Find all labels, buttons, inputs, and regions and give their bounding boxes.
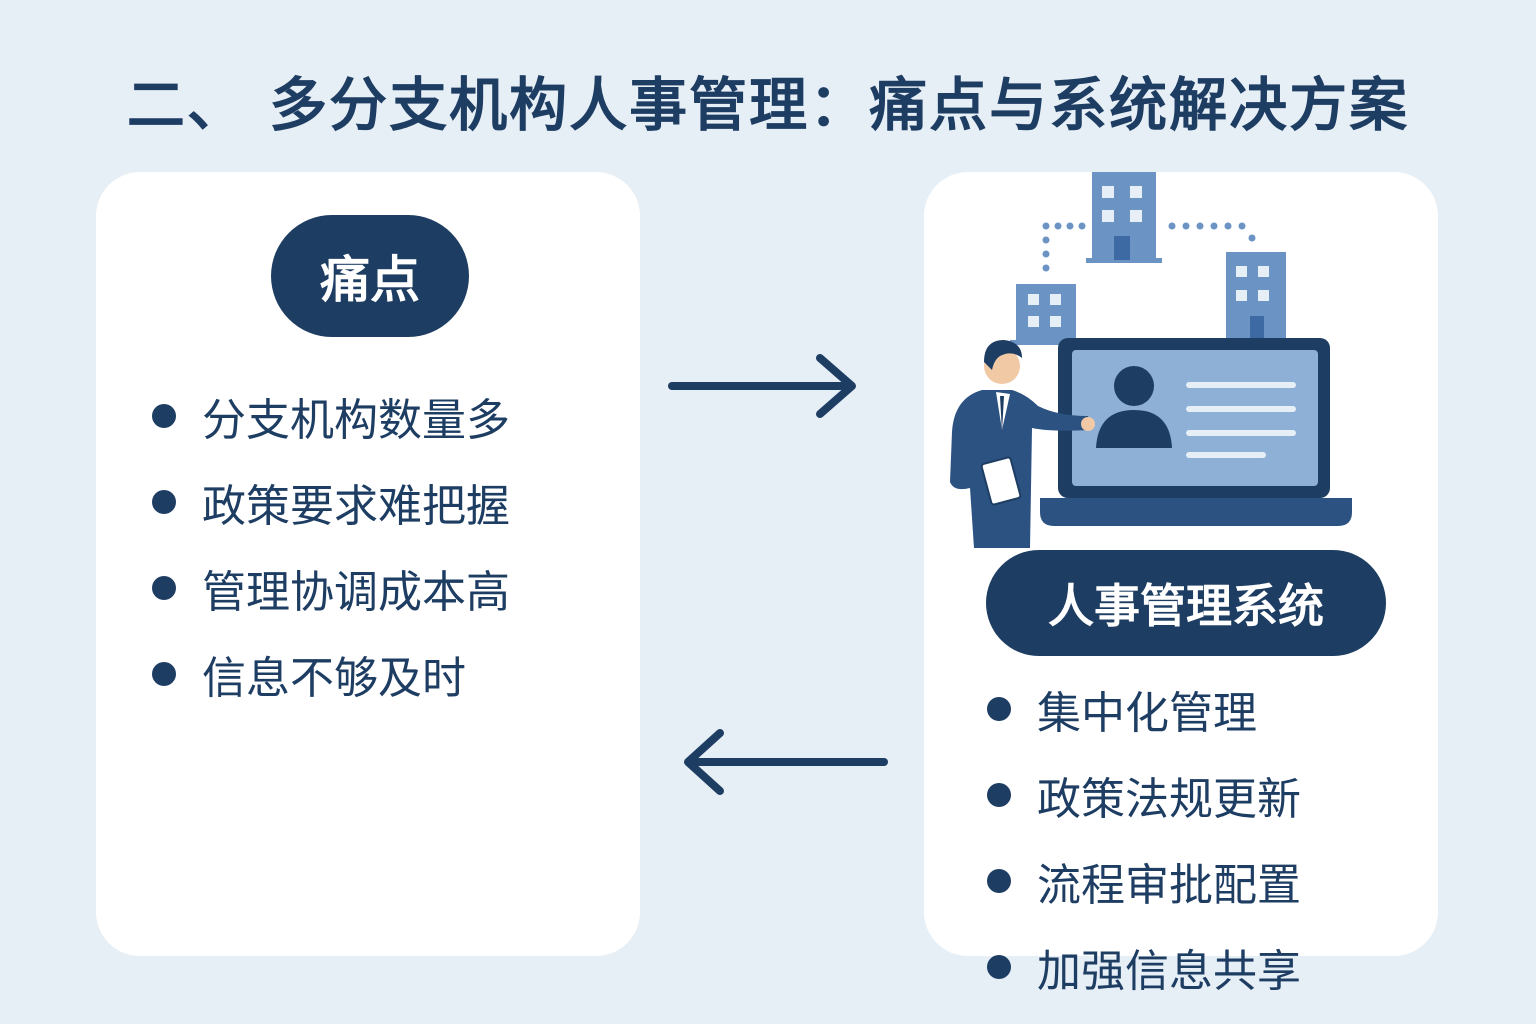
arrow-left-icon — [684, 729, 888, 795]
list-item: 流程审批配置 — [987, 838, 1301, 924]
bullet-icon — [152, 490, 176, 514]
bullet-icon — [987, 869, 1011, 893]
list-item: 集中化管理 — [987, 666, 1301, 752]
solution-list: 集中化管理 政策法规更新 流程审批配置 加强信息共享 — [987, 666, 1301, 1010]
list-item-text: 流程审批配置 — [1037, 860, 1301, 911]
bullet-icon — [987, 697, 1011, 721]
bullet-icon — [152, 662, 176, 686]
list-item-text: 管理协调成本高 — [202, 567, 510, 618]
list-item-text: 政策要求难把握 — [202, 481, 510, 532]
solution-label: 人事管理系统 — [986, 550, 1386, 656]
laptop-profile-icon — [1040, 338, 1352, 526]
list-item: 加强信息共享 — [987, 924, 1301, 1010]
list-item: 分支机构数量多 — [152, 373, 510, 459]
page-title: 二、 多分支机构人事管理：痛点与系统解决方案 — [126, 71, 1410, 139]
network-connector-icon — [1042, 222, 1256, 272]
list-item: 管理协调成本高 — [152, 545, 510, 631]
list-item-text: 政策法规更新 — [1037, 774, 1301, 825]
office-building-icon — [1218, 252, 1294, 343]
list-item-text: 加强信息共享 — [1037, 946, 1301, 997]
list-item: 信息不够及时 — [152, 631, 510, 717]
office-building-icon — [1086, 172, 1162, 263]
bullet-icon — [152, 576, 176, 600]
bullet-icon — [987, 783, 1011, 807]
list-item-text: 集中化管理 — [1037, 688, 1257, 739]
list-item: 政策要求难把握 — [152, 459, 510, 545]
bullet-icon — [987, 955, 1011, 979]
bullet-icon — [152, 404, 176, 428]
pain-points-label: 痛点 — [271, 215, 469, 337]
arrow-right-icon — [668, 354, 856, 418]
list-item: 政策法规更新 — [987, 752, 1301, 838]
businessman-icon — [950, 340, 1095, 548]
list-item-text: 分支机构数量多 — [202, 395, 510, 446]
office-building-icon — [1010, 284, 1082, 345]
hr-system-illustration — [950, 172, 1352, 548]
list-item-text: 信息不够及时 — [202, 653, 466, 704]
pain-points-list: 分支机构数量多 政策要求难把握 管理协调成本高 信息不够及时 — [152, 373, 510, 717]
